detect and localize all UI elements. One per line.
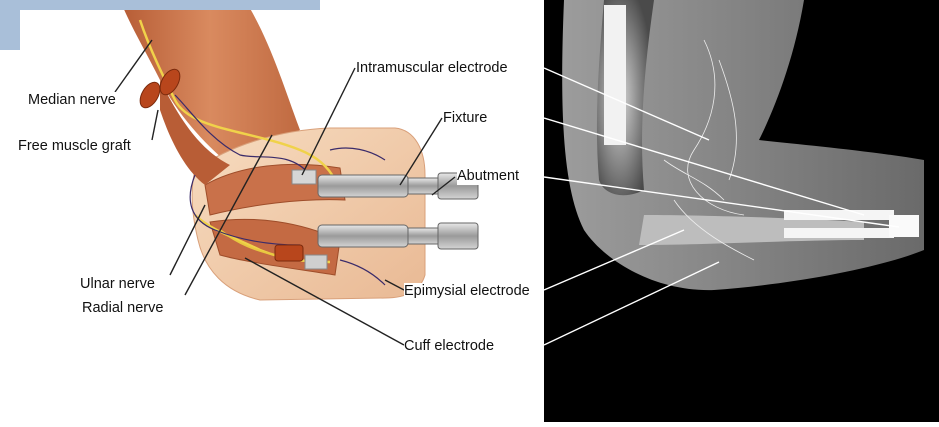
label-cuff-electrode: Cuff electrode (404, 338, 494, 355)
label-free-muscle-graft: Free muscle graft (18, 138, 131, 155)
label-radial-nerve: Radial nerve (82, 300, 163, 317)
label-intramuscular-electrode: Intramuscular electrode (356, 60, 508, 77)
xray-image (544, 0, 939, 422)
xray-implant-rod (604, 5, 626, 145)
corner-accent-bar (0, 0, 320, 10)
label-abutment: Abutment (457, 168, 519, 185)
corner-accent-bar-vertical (0, 10, 20, 50)
label-epimysial-electrode: Epimysial electrode (404, 283, 530, 300)
graft-electrode-1 (136, 79, 164, 111)
fixture-lower (318, 223, 478, 249)
xray-fixture-lower (784, 228, 894, 238)
label-median-nerve: Median nerve (28, 92, 116, 109)
epimysial-electrode-shape (275, 245, 303, 261)
label-fixture: Fixture (443, 110, 487, 127)
cuff-electrode-band (305, 255, 327, 269)
label-ulnar-nerve: Ulnar nerve (80, 276, 155, 293)
